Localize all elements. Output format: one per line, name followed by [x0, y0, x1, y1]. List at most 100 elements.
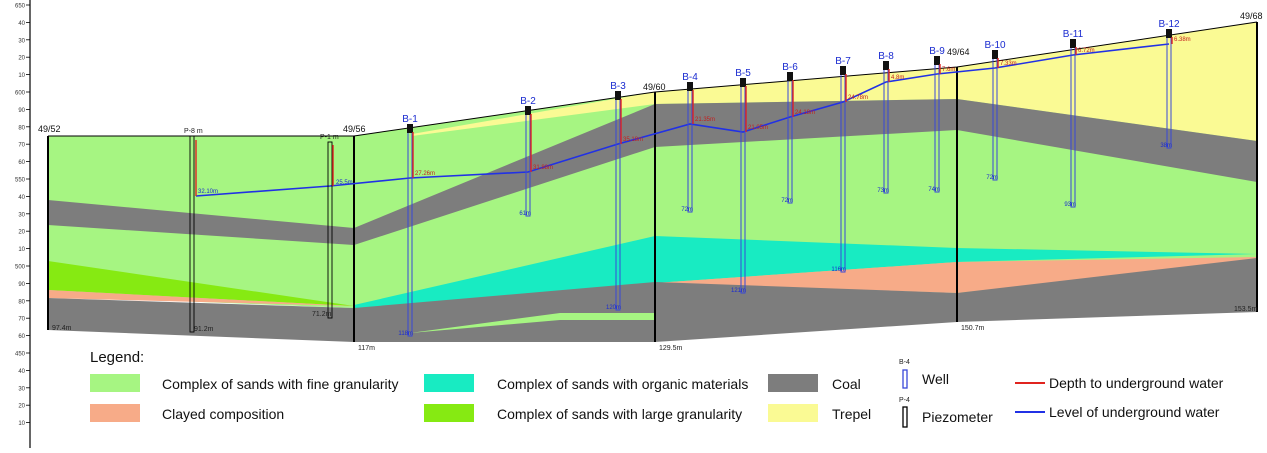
- legend-item-coarse-sand: Complex of sands with large granularity: [424, 404, 742, 422]
- legend-swatch: [768, 404, 818, 422]
- piezometer-p8: P-8 m 32.10m 91.2m: [184, 128, 218, 333]
- legend-label: Piezometer: [922, 409, 993, 425]
- well-label: B-7: [835, 56, 851, 67]
- legend-label: Complex of sands with large granularity: [497, 406, 742, 422]
- piezometer-label: P-1 m: [320, 134, 339, 141]
- clay-thin-left: [48, 290, 354, 306]
- legend-swatch: [424, 374, 474, 392]
- well-depth: 116m: [831, 267, 846, 273]
- well-depth: 73m: [877, 188, 889, 194]
- water-depth-value: 35.18m: [623, 137, 643, 143]
- fine-sand-base-lens: [410, 313, 655, 333]
- axis-tick-label: 70: [18, 317, 25, 323]
- section-depth: 97.4m: [52, 325, 72, 332]
- well-head-icon: [1070, 39, 1076, 48]
- well-label: B-5: [735, 68, 751, 79]
- legend-label: Complex of sands with organic materials: [497, 376, 748, 392]
- axis-tick-label: 30: [18, 212, 25, 218]
- well-head-icon: [525, 106, 531, 115]
- piezometer-pipe: [189, 135, 195, 333]
- axis-tick-label: 20: [18, 230, 25, 236]
- water-depth-value: 24.78m: [848, 95, 868, 101]
- axis-tick-label: 20: [18, 56, 25, 62]
- axis-tick-label: 70: [18, 143, 25, 149]
- section-depth: 153.5m: [1234, 306, 1258, 313]
- strata: [48, 21, 1258, 342]
- legend-label: Complex of sands with fine granularity: [162, 376, 399, 392]
- axis-tick-label: 80: [18, 125, 25, 131]
- piezometer-label: P-8 m: [184, 128, 203, 135]
- axis-tick-label: 550: [15, 178, 26, 184]
- axis-tick-label: 40: [18, 195, 25, 201]
- axis-tick-label: 60: [18, 160, 25, 166]
- axis-tick-label: 450: [15, 352, 26, 358]
- section-depth: 117m: [358, 345, 375, 352]
- well-label: B-8: [878, 51, 894, 62]
- axis-tick-label: 650: [15, 4, 26, 10]
- piezometer-icon: [902, 406, 908, 428]
- well-label: B-6: [782, 62, 798, 73]
- well-head-icon: [407, 124, 413, 133]
- water-depth-value: 7.6m: [942, 67, 955, 73]
- wells: B-127.26m118mB-231.88m61mB-335.18m120mB-…: [398, 19, 1190, 337]
- well-label: B-2: [520, 96, 536, 107]
- section-label: 49/68: [1240, 11, 1263, 21]
- axis-tick-label: 40: [18, 21, 25, 27]
- piezometer-pipe: [327, 141, 333, 319]
- legend-item-level-water: Level of underground water: [1015, 404, 1220, 420]
- water-depth-value: 6.38m: [1174, 37, 1191, 43]
- section-depth: 129.5m: [659, 345, 683, 352]
- well-head-icon: [615, 91, 621, 100]
- well-label: B-12: [1158, 19, 1180, 30]
- piezometers: P-8 m 32.10m 91.2m P-1 m 25.5m 71.2m: [184, 128, 353, 333]
- coal-lower-seam: [48, 258, 1257, 342]
- axis-tick-label: 40: [18, 369, 25, 375]
- legend-item-organic-sand: Complex of sands with organic materials: [424, 374, 748, 392]
- axis-tick-label: 20: [18, 404, 25, 410]
- well-head-icon: [992, 50, 998, 59]
- legend-item-trepel: Trepel: [768, 404, 871, 422]
- well-label: B-9: [929, 46, 945, 57]
- water-depth-value: 25.5m: [336, 180, 353, 186]
- legend-label: Trepel: [832, 406, 871, 422]
- legend-label: Clayed composition: [162, 406, 284, 422]
- legend-label: Well: [922, 371, 949, 387]
- well-b-10: B-10 7.33m 72m: [984, 40, 1016, 181]
- well-head-icon: [740, 78, 746, 87]
- section-label: 49/60: [643, 82, 666, 92]
- axis-tick-label: 60: [18, 334, 25, 340]
- well-depth: 61m: [519, 211, 531, 217]
- legend-item-piezometer: P-4 Piezometer: [899, 397, 993, 428]
- section-depth: 150.7m: [961, 325, 985, 332]
- coal-upper-seam: [48, 99, 1257, 245]
- axis-tick-label: 90: [18, 282, 25, 288]
- axis-tick-label: 10: [18, 73, 25, 79]
- well-head-icon: [787, 72, 793, 81]
- well-b-4: B-4 21.35m 72m: [681, 72, 715, 213]
- water-depth-value: 21.05m: [748, 125, 768, 131]
- well-b-12: B-12 6.38m 38m: [1158, 19, 1190, 149]
- axis-tick-label: 600: [15, 91, 26, 97]
- well-depth: 72m: [681, 207, 693, 213]
- water-depth-value: 21.35m: [695, 117, 715, 123]
- legend-label: Coal: [832, 376, 861, 392]
- well-label: B-1: [402, 114, 418, 125]
- well-depth: 38m: [1160, 143, 1172, 149]
- legend: Legend: Complex of sands with fine granu…: [90, 349, 1224, 428]
- well-depth: 72m: [986, 175, 998, 181]
- well-head-icon: [1166, 29, 1172, 38]
- legend-item-clay: Clayed composition: [90, 404, 284, 422]
- piezometer-depth: 91.2m: [194, 326, 214, 333]
- water-depth-value: 7.33m: [1000, 61, 1017, 67]
- axis-tick-label: 500: [15, 265, 26, 271]
- coarse-sand-lens: [48, 261, 354, 306]
- well-label: B-4: [682, 72, 698, 83]
- well-label: B-10: [984, 40, 1006, 51]
- well-depth: 118m: [398, 331, 413, 337]
- water-depth-value: 31.88m: [533, 165, 553, 171]
- water-depth-value: 6.72m: [1078, 48, 1095, 54]
